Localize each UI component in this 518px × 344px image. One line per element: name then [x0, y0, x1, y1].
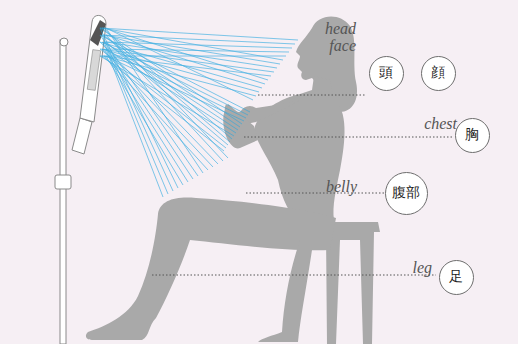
body-part-circle: 胸 [455, 118, 490, 153]
part-label: head face [308, 20, 356, 54]
shower-pole [60, 40, 66, 344]
body-part-circle: 足 [439, 260, 474, 295]
leader-lines [152, 95, 452, 275]
circle-text: 足 [449, 268, 463, 286]
body-part-circle: 腹部 [385, 172, 428, 215]
circle-text: 胸 [465, 126, 479, 144]
body-part-circle: 頭 [369, 56, 404, 91]
part-label: belly [326, 178, 357, 195]
circle-text: 腹部 [392, 184, 420, 202]
water-spray [100, 28, 298, 197]
circle-text: 頭 [379, 64, 393, 82]
woman-silhouette [86, 16, 380, 344]
shower-head [60, 15, 106, 154]
pole-bracket [55, 175, 71, 189]
circle-text: 顔 [431, 64, 445, 82]
part-label: leg [412, 259, 432, 276]
part-label: chest [424, 115, 457, 132]
body-part-circle: 顔 [421, 56, 456, 91]
